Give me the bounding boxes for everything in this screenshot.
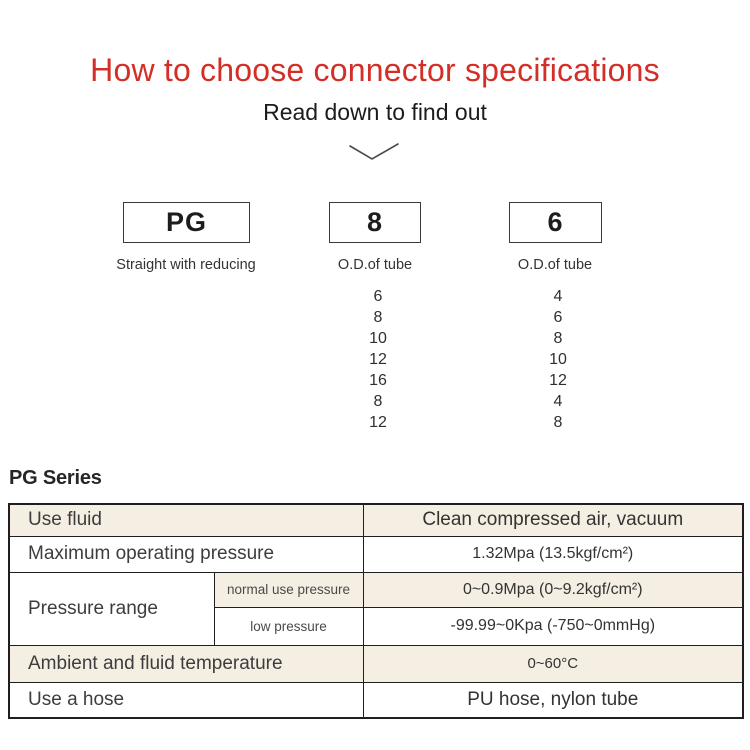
tube-od-options-1: 6 8 10 12 16 8 12: [328, 286, 428, 433]
page-subtitle: Read down to find out: [263, 99, 487, 125]
tube-od-option: 6: [373, 288, 383, 305]
code-pg: PG: [165, 207, 207, 237]
tube-od-option: 6: [553, 309, 563, 326]
code-6: 6: [547, 207, 564, 237]
row-value-normal-pressure: 0~0.9Mpa (0~9.2kgf/cm²): [362, 571, 744, 608]
code-box-tube-od-2: 6: [509, 202, 602, 243]
chevron-down-icon: [349, 143, 399, 160]
tube-od-option: 10: [549, 351, 567, 368]
tube-od-option: 12: [369, 414, 387, 431]
row-value-use-fluid: Clean compressed air, vacuum: [362, 503, 744, 537]
row-value-low-pressure: -99.99~0Kpa (-750~0mmHg): [362, 606, 744, 646]
tube-od-option: 12: [369, 351, 387, 368]
spec-table: Use fluid Clean compressed air, vacuum M…: [8, 503, 745, 719]
tube-od-option: 10: [369, 330, 387, 347]
row-value-temperature: 0~60°C: [362, 644, 744, 683]
tube-od-option: 12: [549, 372, 567, 389]
tube-od-option: 4: [553, 393, 563, 410]
tube-od-options-2: 4 6 8 10 12 4 8: [508, 286, 608, 433]
row-value-max-pressure: 1.32Mpa (13.5kgf/cm²): [362, 535, 744, 573]
table-row: Use fluid Clean compressed air, vacuum: [8, 503, 744, 537]
code-label-tube-od-2: O.D.of tube: [517, 257, 593, 273]
table-row: Use a hose PU hose, nylon tube: [8, 681, 744, 719]
row-label-use-fluid: Use fluid: [8, 503, 364, 537]
sub-label-low-pressure: low pressure: [213, 606, 364, 646]
tube-od-option: 4: [553, 288, 563, 305]
tube-od-option: 8: [373, 309, 383, 326]
code-8: 8: [366, 207, 384, 237]
table-row: low pressure -99.99~0Kpa (-750~0mmHg): [9, 606, 744, 646]
code-label-tube-od-1: O.D.of tube: [337, 257, 413, 273]
table-row: Pressure range normal use pressure 0~0.9…: [8, 571, 744, 646]
row-label-max-pressure: Maximum operating pressure: [8, 535, 364, 573]
row-label-hose: Use a hose: [8, 681, 364, 719]
sub-label-normal-pressure: normal use pressure: [213, 571, 364, 608]
tube-od-option: 16: [369, 372, 387, 389]
code-box-tube-od-1: 8: [329, 202, 421, 243]
page-title: How to choose connector specifications: [90, 52, 660, 88]
table-row: Ambient and fluid temperature 0~60°C: [8, 644, 744, 683]
row-label-temperature: Ambient and fluid temperature: [8, 644, 364, 683]
tube-od-option: 8: [553, 414, 563, 431]
tube-od-option: 8: [373, 393, 383, 410]
code-box-pg: PG: [123, 202, 250, 243]
table-row: Maximum operating pressure 1.32Mpa (13.5…: [8, 535, 744, 573]
row-value-hose: PU hose, nylon tube: [362, 681, 744, 719]
tube-od-option: 8: [553, 330, 563, 347]
code-label-pg: Straight with reducing: [116, 257, 256, 273]
row-label-pressure-range: Pressure range: [8, 571, 215, 646]
series-heading: PG Series: [9, 467, 102, 489]
